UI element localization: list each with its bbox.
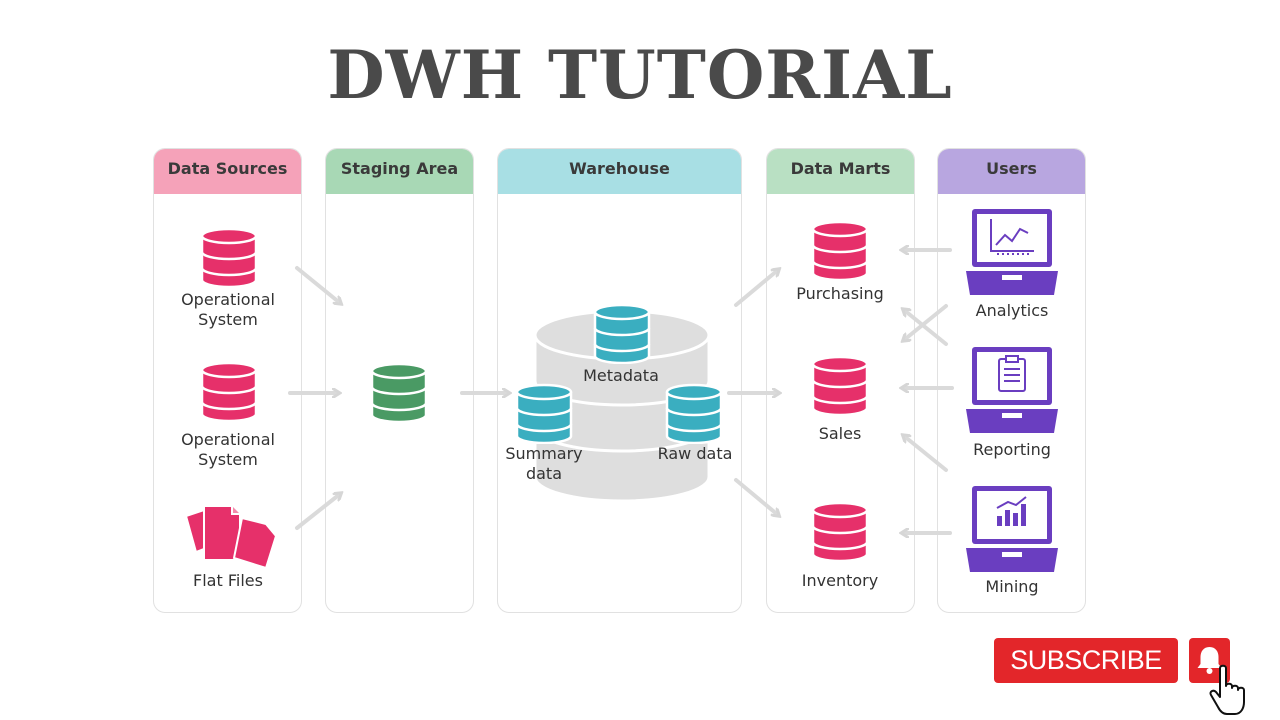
metadata-label: Metadata — [583, 366, 659, 385]
arrow-flatfiles-to-staging — [295, 494, 340, 530]
column-header-data-sources: Data Sources — [154, 149, 301, 194]
analytics-laptop-icon — [966, 209, 1058, 295]
analytics-label: Analytics — [975, 301, 1049, 320]
arrow-analytics-to-sales — [904, 310, 948, 346]
operational-system-2-label: Operational System — [181, 430, 275, 469]
arrow-mining-to-sales — [904, 436, 948, 472]
mining-label: Mining — [985, 577, 1039, 596]
summary-data-database-icon — [515, 383, 573, 444]
inventory-database-icon — [811, 501, 869, 562]
subscribe-button[interactable]: SUBSCRIBE — [994, 638, 1178, 683]
flat-files-label: Flat Files — [193, 571, 263, 590]
raw-data-label: Raw data — [657, 444, 733, 463]
warehouse-cylinder-icon — [533, 309, 711, 503]
operational-system-1-label: Operational System — [181, 290, 275, 329]
reporting-label: Reporting — [973, 440, 1051, 459]
operational-system-database-icon — [200, 227, 258, 288]
bell-icon — [1197, 647, 1222, 674]
column-header-users: Users — [938, 149, 1085, 194]
staging-database-icon — [370, 362, 428, 423]
arrow-warehouse-to-inventory — [734, 478, 778, 515]
page-title: DWH TUTORIAL — [327, 36, 953, 114]
column-header-warehouse: Warehouse — [498, 149, 741, 194]
operational-system-database-icon — [200, 361, 258, 422]
reporting-laptop-icon — [966, 347, 1058, 433]
column-header-data-marts: Data Marts — [767, 149, 914, 194]
mining-laptop-icon — [966, 486, 1058, 572]
column-header-staging-area: Staging Area — [326, 149, 473, 194]
sales-database-icon — [811, 355, 869, 416]
arrow-reporting-to-purchasing — [904, 304, 948, 340]
metadata-database-icon — [593, 303, 651, 364]
sales-label: Sales — [818, 424, 862, 443]
arrow-warehouse-to-purchasing — [734, 270, 778, 307]
purchasing-label: Purchasing — [796, 284, 884, 303]
purchasing-database-icon — [811, 220, 869, 281]
inventory-label: Inventory — [801, 571, 879, 590]
arrow-source1-to-staging — [295, 266, 340, 303]
flat-files-icon — [184, 505, 278, 570]
summary-data-label: Summary data — [505, 444, 583, 483]
raw-data-database-icon — [665, 383, 723, 444]
hand-cursor-icon — [1209, 664, 1245, 715]
